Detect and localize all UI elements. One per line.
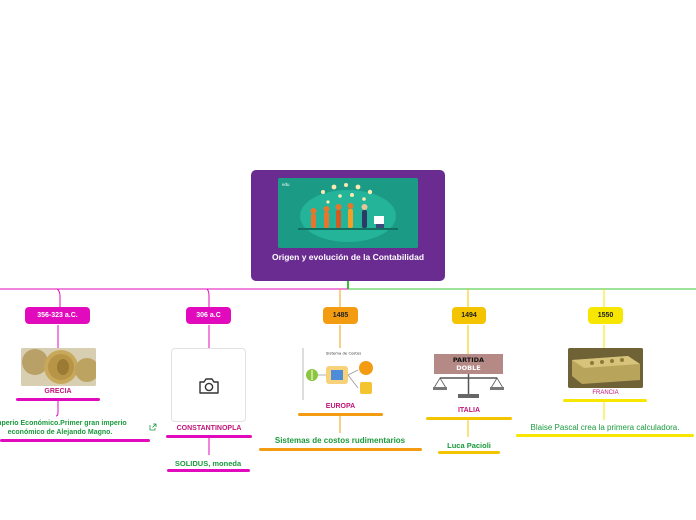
- svg-text:DOBLE: DOBLE: [456, 364, 480, 372]
- note-europa[interactable]: Sistemas de costos rudimentarios: [274, 436, 406, 445]
- calculator-image: [568, 348, 643, 388]
- root-node[interactable]: edu Origen y evolución de la Contabilida…: [251, 170, 445, 281]
- external-link-icon[interactable]: [149, 423, 157, 433]
- underline-note-europa: [259, 448, 422, 451]
- underline-francia: [563, 399, 647, 402]
- svg-text:PARTIDA: PARTIDA: [453, 356, 484, 364]
- connector-constantinopla: [206, 288, 210, 307]
- underline-note-constantinopla: [167, 469, 250, 472]
- image-placeholder[interactable]: [171, 348, 246, 422]
- underline-note-grecia: [0, 439, 150, 442]
- date-pill-1550[interactable]: 1550: [588, 307, 623, 324]
- cost-system-image: Sistema de Costos: [302, 348, 378, 400]
- connector-grecia: [56, 288, 61, 307]
- cost-system-caption: Sistema de Costos: [326, 351, 361, 356]
- root-title: Origen y evolución de la Contabilidad: [271, 252, 425, 262]
- underline-italia: [426, 417, 512, 420]
- note-francia[interactable]: Blaise Pascal crea la primera calculador…: [530, 423, 680, 432]
- double-entry-image: PARTIDA DOBLE: [430, 354, 507, 400]
- date-pill-306[interactable]: 306 a.C: [186, 307, 231, 324]
- root-image-evolution: edu: [278, 178, 418, 248]
- place-europa[interactable]: EUROPA: [325, 403, 356, 410]
- place-italia[interactable]: ITALIA: [457, 407, 481, 414]
- underline-europa: [298, 413, 383, 416]
- note-constantinopla[interactable]: SOLIDUS, moneda: [174, 459, 242, 468]
- underline-note-francia: [516, 434, 694, 437]
- place-grecia[interactable]: GRECIA: [44, 388, 72, 395]
- underline-constantinopla: [166, 435, 252, 438]
- coin-image: [21, 348, 96, 386]
- underline-note-italia: [438, 451, 500, 454]
- camera-icon: [198, 377, 220, 400]
- note-grecia[interactable]: Imperio Económico.Primer gran imperio ec…: [0, 420, 127, 436]
- date-pill-1494[interactable]: 1494: [452, 307, 486, 324]
- note-connector-grecia: [55, 400, 59, 417]
- underline-grecia: [16, 398, 100, 401]
- date-pill-356-323[interactable]: 356-323 a.C.: [25, 307, 90, 324]
- note-italia[interactable]: Luca Pacioli: [447, 441, 491, 450]
- place-constantinopla[interactable]: CONSTANTINOPLA: [176, 425, 242, 432]
- date-pill-1485[interactable]: 1485: [323, 307, 358, 324]
- svg-text:edu: edu: [282, 182, 290, 187]
- place-francia[interactable]: FRANCIA: [592, 390, 619, 396]
